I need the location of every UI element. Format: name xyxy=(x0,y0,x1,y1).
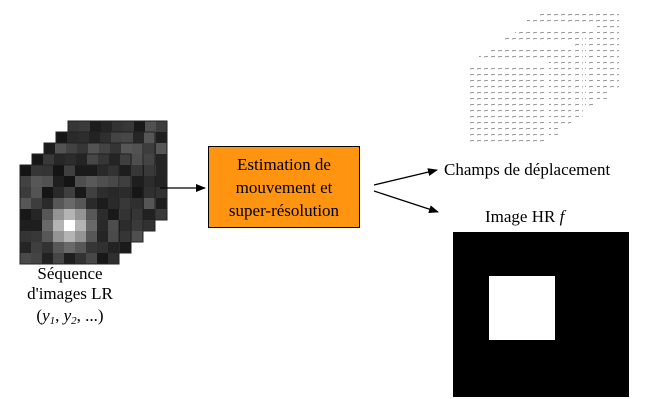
separator: , xyxy=(55,306,64,325)
process-box: Estimation de mouvement et super-résolut… xyxy=(208,146,360,228)
subscript-1: 1 xyxy=(49,315,56,327)
process-line2: mouvement et xyxy=(235,177,333,197)
arrow-to-hr-image xyxy=(373,190,439,213)
process-line1: Estimation de xyxy=(237,154,331,174)
arrow-to-displacement xyxy=(373,168,438,186)
lr-frame xyxy=(19,164,120,265)
var-y2: y xyxy=(63,306,72,325)
var-y1: y xyxy=(42,306,50,325)
hr-label-text: Image HR xyxy=(485,207,560,226)
displacement-field-stack xyxy=(465,8,621,146)
hr-var-f: f xyxy=(559,207,565,226)
displacement-frame xyxy=(465,62,549,146)
process-line3: super-résolution xyxy=(228,200,340,220)
hr-image xyxy=(453,232,629,397)
lr-label-line3: (y1, y2, ...) xyxy=(5,306,135,331)
hr-white-square xyxy=(489,276,555,340)
hr-image-label: Image HR f xyxy=(485,207,564,227)
lr-label-line2: d'images LR xyxy=(27,284,113,303)
lr-label-line1: Séquence xyxy=(37,264,103,283)
lr-sequence-label: Séquence d'images LR (y1, y2, ...) xyxy=(5,264,135,331)
subscript-2: 2 xyxy=(71,315,77,327)
lr-image-stack xyxy=(19,120,168,265)
paren-open: ( xyxy=(36,306,43,325)
displacement-field-label: Champs de déplacement xyxy=(444,160,611,179)
sequence-tail: , ...) xyxy=(76,306,104,325)
